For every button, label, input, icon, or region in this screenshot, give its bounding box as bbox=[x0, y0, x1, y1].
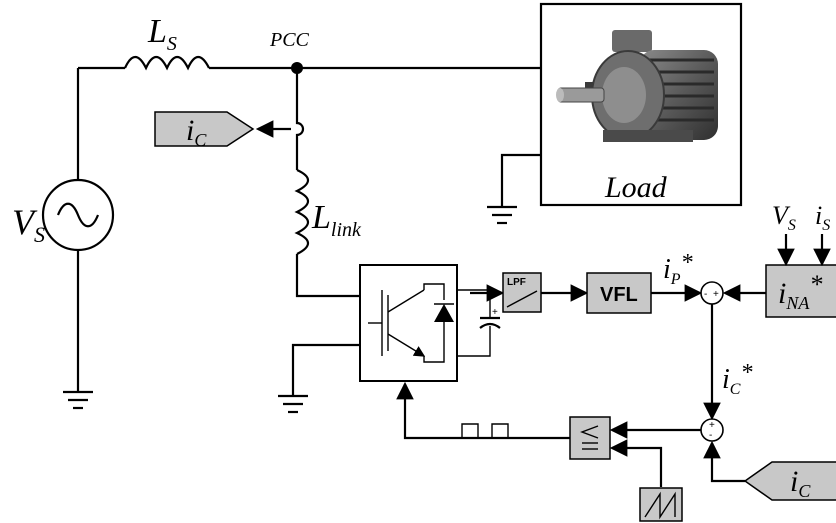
igbt-switch-icon bbox=[368, 283, 454, 363]
is-input-label: iS bbox=[815, 201, 830, 234]
pcc-label: PCC bbox=[269, 29, 310, 51]
comparator-icon bbox=[580, 425, 599, 450]
inverter-ground-icon bbox=[278, 394, 308, 414]
ic-feedback-tag bbox=[743, 461, 836, 501]
ic-measure-label: iC bbox=[186, 114, 207, 150]
svg-text:+: + bbox=[709, 420, 715, 431]
carrier-to-comparator-arrow bbox=[609, 439, 663, 487]
ina-label: iNA* bbox=[778, 270, 822, 313]
sawtooth-icon bbox=[644, 491, 676, 520]
svg-text:+: + bbox=[492, 307, 498, 318]
inverter-ground-wire bbox=[291, 343, 360, 396]
link-inductor-label: Llink bbox=[311, 199, 362, 241]
pwm-pulse-icon bbox=[461, 423, 509, 439]
ic-ref-label: iC* bbox=[722, 360, 752, 398]
source-ground-icon bbox=[63, 390, 93, 410]
ic-measure-tag bbox=[154, 111, 255, 147]
svg-text:-: - bbox=[709, 430, 712, 441]
link-inductor bbox=[294, 168, 310, 255]
ic-feedback-arrow bbox=[703, 440, 745, 483]
pcc-branch-wire bbox=[295, 68, 305, 170]
ip-ref-label: iP* bbox=[663, 250, 693, 288]
comparator-block bbox=[569, 416, 611, 460]
dc-capacitor: + bbox=[457, 289, 501, 357]
source-inductor-label: LS bbox=[147, 13, 177, 55]
load-label: Load bbox=[604, 171, 668, 204]
lpf-label: LPF bbox=[507, 277, 526, 288]
ic-feedback-label: iC bbox=[790, 465, 811, 501]
motor-icon bbox=[556, 30, 718, 142]
load-ground-wire bbox=[500, 153, 541, 207]
ina-block bbox=[765, 264, 836, 318]
lpf-curve-icon bbox=[506, 290, 538, 308]
vfl-block bbox=[586, 272, 652, 314]
source-inductor bbox=[123, 55, 210, 71]
gate-signal-arrow bbox=[396, 381, 570, 440]
vfl-label: VFL bbox=[600, 284, 638, 306]
ac-source bbox=[41, 68, 115, 392]
source-voltage-label: VS bbox=[12, 202, 45, 247]
inverter-ac-wire bbox=[295, 254, 360, 298]
svg-text:+: + bbox=[713, 289, 719, 300]
svg-text:-: - bbox=[704, 289, 707, 300]
load-ground-icon bbox=[487, 205, 517, 225]
vs-input-label: VS bbox=[772, 201, 796, 234]
